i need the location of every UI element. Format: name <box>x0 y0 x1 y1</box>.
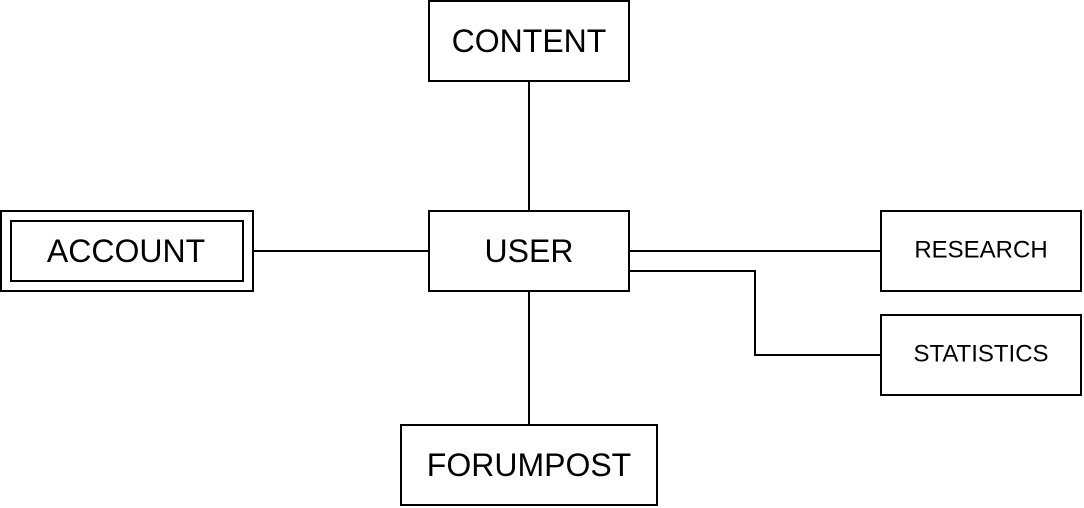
entity-statistics[interactable]: STATISTICS <box>880 314 1082 396</box>
entity-user[interactable]: USER <box>428 210 630 292</box>
entity-content-box <box>428 0 630 82</box>
entity-content[interactable]: CONTENT <box>428 0 630 82</box>
entity-account[interactable]: ACCOUNT <box>0 210 254 292</box>
entity-research[interactable]: RESEARCH <box>880 210 1082 292</box>
entity-account-inner-box <box>10 220 244 282</box>
entity-user-box <box>428 210 630 292</box>
entity-research-label: RESEARCH <box>914 237 1047 264</box>
entity-statistics-label: STATISTICS <box>913 341 1048 368</box>
entity-user-label: USER <box>485 233 574 269</box>
entity-forumpost-label: FORUMPOST <box>427 447 631 483</box>
entity-statistics-box <box>880 314 1082 396</box>
entity-forumpost[interactable]: FORUMPOST <box>400 424 658 506</box>
entity-research-box <box>880 210 1082 292</box>
connectors <box>253 81 881 425</box>
entity-forumpost-box <box>400 424 658 506</box>
entity-account-label: ACCOUNT <box>47 233 205 269</box>
connector-user-statistics <box>629 270 881 356</box>
entity-content-label: CONTENT <box>452 23 607 59</box>
